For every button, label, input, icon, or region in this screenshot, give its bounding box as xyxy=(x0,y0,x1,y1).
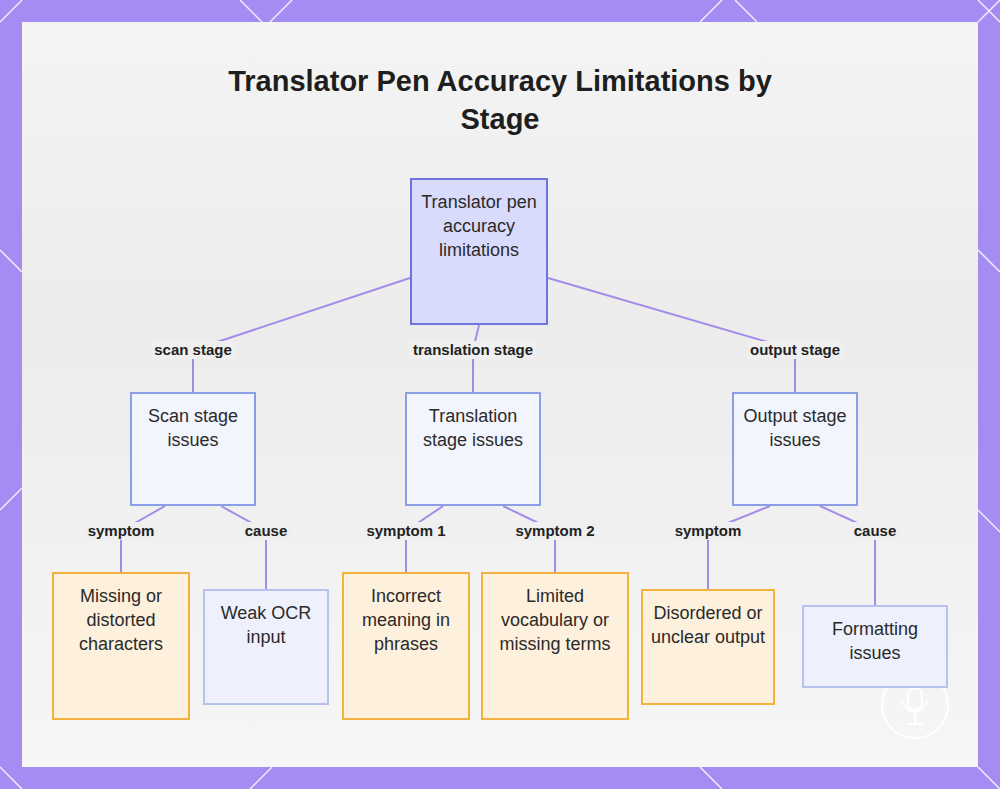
connector xyxy=(820,506,875,605)
edge-label: translation stage xyxy=(410,341,536,359)
stage-box: Scan stage issues xyxy=(130,392,256,506)
node-label: Missing or distorted characters xyxy=(60,584,182,656)
node-label: Limited vocabulary or missing terms xyxy=(489,584,621,656)
edge-label: cause xyxy=(851,522,900,540)
stage-box: Output stage issues xyxy=(732,392,858,506)
edge-label: symptom xyxy=(672,522,745,540)
node-label: Translation stage issues xyxy=(413,404,533,452)
connector xyxy=(221,506,266,589)
node-label: Output stage issues xyxy=(740,404,850,452)
edge-label: cause xyxy=(242,522,291,540)
root-box: Translator pen accuracy limitations xyxy=(410,178,548,325)
edge-label: symptom xyxy=(85,522,158,540)
node-label: Formatting issues xyxy=(810,617,940,665)
node-label: Incorrect meaning in phrases xyxy=(350,584,462,656)
edge-label: symptom 1 xyxy=(363,522,448,540)
symptom-box: Disordered or unclear output xyxy=(641,589,775,705)
connector xyxy=(708,506,770,589)
symptom-box: Limited vocabulary or missing terms xyxy=(481,572,629,720)
node-label: Weak OCR input xyxy=(211,601,321,649)
title: Translator Pen Accuracy Limitations by S… xyxy=(220,62,780,138)
cause-box: Formatting issues xyxy=(802,605,948,688)
node-label: Scan stage issues xyxy=(138,404,248,452)
edge-label: symptom 2 xyxy=(512,522,597,540)
symptom-box: Missing or distorted characters xyxy=(52,572,190,720)
title-block: Translator Pen Accuracy Limitations by S… xyxy=(0,62,1000,138)
edge-label: output stage xyxy=(747,341,843,359)
edge-label: scan stage xyxy=(151,341,235,359)
connector xyxy=(548,278,795,392)
stage-box: Translation stage issues xyxy=(405,392,541,506)
cause-box: Weak OCR input xyxy=(203,589,329,705)
node-label: Disordered or unclear output xyxy=(649,601,767,649)
symptom-box: Incorrect meaning in phrases xyxy=(342,572,470,720)
node-label: Translator pen accuracy limitations xyxy=(418,190,540,262)
connector xyxy=(193,278,410,392)
